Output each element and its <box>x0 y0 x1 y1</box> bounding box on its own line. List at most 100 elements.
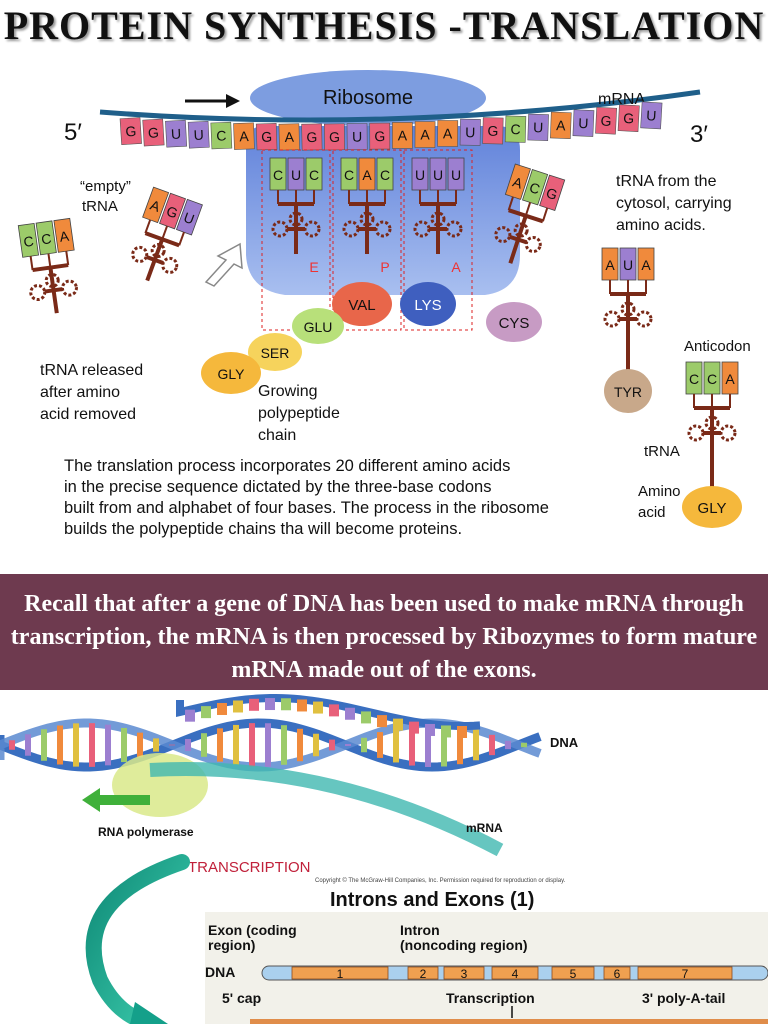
mrna-base: A <box>437 120 459 147</box>
mrna-base: U <box>346 123 368 150</box>
trna-arm <box>145 254 164 265</box>
mrna-base-tile <box>550 111 572 140</box>
mrna-base-letter: A <box>443 125 453 141</box>
amino-acid-gly <box>201 352 261 394</box>
amino-acid-lys <box>400 282 456 326</box>
dna-open-base <box>457 725 467 738</box>
mrna-base: U <box>527 113 549 141</box>
mrna-base-letter: G <box>306 129 317 145</box>
mrna-base-tile <box>640 101 663 130</box>
mrna-base-letter: A <box>284 129 294 145</box>
trna-stem-line <box>507 196 514 211</box>
mrna-base-tile <box>437 120 459 147</box>
cytosol-label-3: amino acids. <box>616 217 706 234</box>
trna-stem-line <box>178 231 185 246</box>
mrna-base-tile <box>414 121 436 148</box>
trna-stem-line <box>524 202 532 217</box>
anticodon-letter: C <box>527 179 542 197</box>
recall-banner: Recall that after a gene of DNA has been… <box>0 574 768 690</box>
exon-segment <box>443 966 485 980</box>
cytosol-label-1: tRNA from the <box>616 173 717 190</box>
dna-helix <box>0 694 542 772</box>
banner-text: Recall that after a gene of DNA has been… <box>10 591 758 683</box>
mrna-base-tile <box>187 120 210 149</box>
mrna-label: mRNA <box>598 91 645 108</box>
three-prime-label: 3′ <box>690 121 708 148</box>
mrna-base: G <box>255 123 278 151</box>
growing-label-1: Growing <box>258 383 318 400</box>
pre-mrna-bar <box>250 1019 768 1024</box>
polya-label: 3' poly-A-tail <box>642 990 725 1006</box>
mrna-base-letter: G <box>329 129 340 145</box>
page-title: PROTEIN SYNTHESIS -TRANSLATION <box>3 3 765 48</box>
paragraph-line-4: builds the polypeptide chains tha will b… <box>64 520 463 538</box>
paragraph-line-3: built from and alphabet of four bases. T… <box>64 499 549 517</box>
anticodon-letter: C <box>689 371 699 387</box>
anticodon-letter: A <box>58 228 70 245</box>
mrna-base-tile <box>278 123 300 151</box>
mrna-base: U <box>572 109 595 137</box>
trna-loop <box>687 424 705 442</box>
mrna-base: U <box>640 101 663 130</box>
anticodon-letter: C <box>273 167 283 183</box>
trna-stem-line <box>144 219 152 234</box>
released-label-3: acid removed <box>40 406 136 423</box>
direction-arrowhead <box>226 94 240 108</box>
anticodon-letter: C <box>344 167 354 183</box>
amino-acid-val <box>332 282 392 326</box>
empty-trna-label-2: tRNA <box>82 198 118 215</box>
mrna-base-tile <box>165 119 188 148</box>
process-arrow <box>85 854 190 1024</box>
trna-loop <box>60 279 78 297</box>
growing-label-3: chain <box>258 427 296 444</box>
dna-open-base <box>217 702 227 715</box>
dna-open-base <box>265 698 275 711</box>
tyr-label: TYR <box>614 384 642 400</box>
val-label: VAL <box>348 297 375 314</box>
mrna-base-letter: U <box>533 119 544 135</box>
amino-acid-glu <box>292 308 344 344</box>
exon-segment <box>407 966 439 980</box>
mrna-base: G <box>119 117 142 146</box>
site-letter: E <box>309 259 318 275</box>
mrna-base-letter: G <box>623 110 635 127</box>
mrna-base-tile <box>119 117 142 146</box>
mrna-base-tile <box>459 118 481 146</box>
cys-label: CYS <box>499 315 530 332</box>
anticodon-letter: U <box>291 167 301 183</box>
anticodon-letter: U <box>623 257 633 273</box>
anticodon-base <box>159 192 187 230</box>
mrna-base-tile <box>482 117 504 145</box>
trna-loop <box>150 243 166 259</box>
anticodon-letter: A <box>725 371 735 387</box>
mrna-base-letter: A <box>398 127 408 143</box>
a-site-box <box>403 149 473 331</box>
mrna-base-tile <box>255 123 278 151</box>
mrna-base-letter: U <box>646 107 657 124</box>
exon-number: 2 <box>420 967 427 981</box>
mrna-base: U <box>187 120 210 149</box>
amino-acid-label-2: acid <box>638 504 666 521</box>
exon-number: 7 <box>682 967 689 981</box>
dna-open-base <box>425 723 435 736</box>
anticodon-letter: C <box>40 230 52 247</box>
released-label-2: after amino <box>40 384 120 401</box>
dna-open-base <box>201 706 211 719</box>
anticodon-letter: G <box>164 203 180 222</box>
paragraph-line-1: The translation process incorporates 20 … <box>64 457 511 475</box>
amino-acid-tyr <box>604 369 652 413</box>
mrna-base: A <box>414 121 436 148</box>
anticodon-letter: A <box>605 257 615 273</box>
amino-acid-label-1: Amino <box>638 483 681 500</box>
mrna-base-tile <box>617 104 640 133</box>
intron-label-1: Intron <box>400 922 440 938</box>
dna-open-base <box>441 725 451 738</box>
anticodon-base <box>53 217 75 253</box>
dna-open-base <box>393 718 403 731</box>
mrna-base: G <box>301 123 323 151</box>
mrna-base-letter: U <box>352 129 362 145</box>
mrna-backbone <box>99 89 701 123</box>
trna-loop <box>719 424 737 442</box>
cap-label: 5' cap <box>222 990 261 1006</box>
